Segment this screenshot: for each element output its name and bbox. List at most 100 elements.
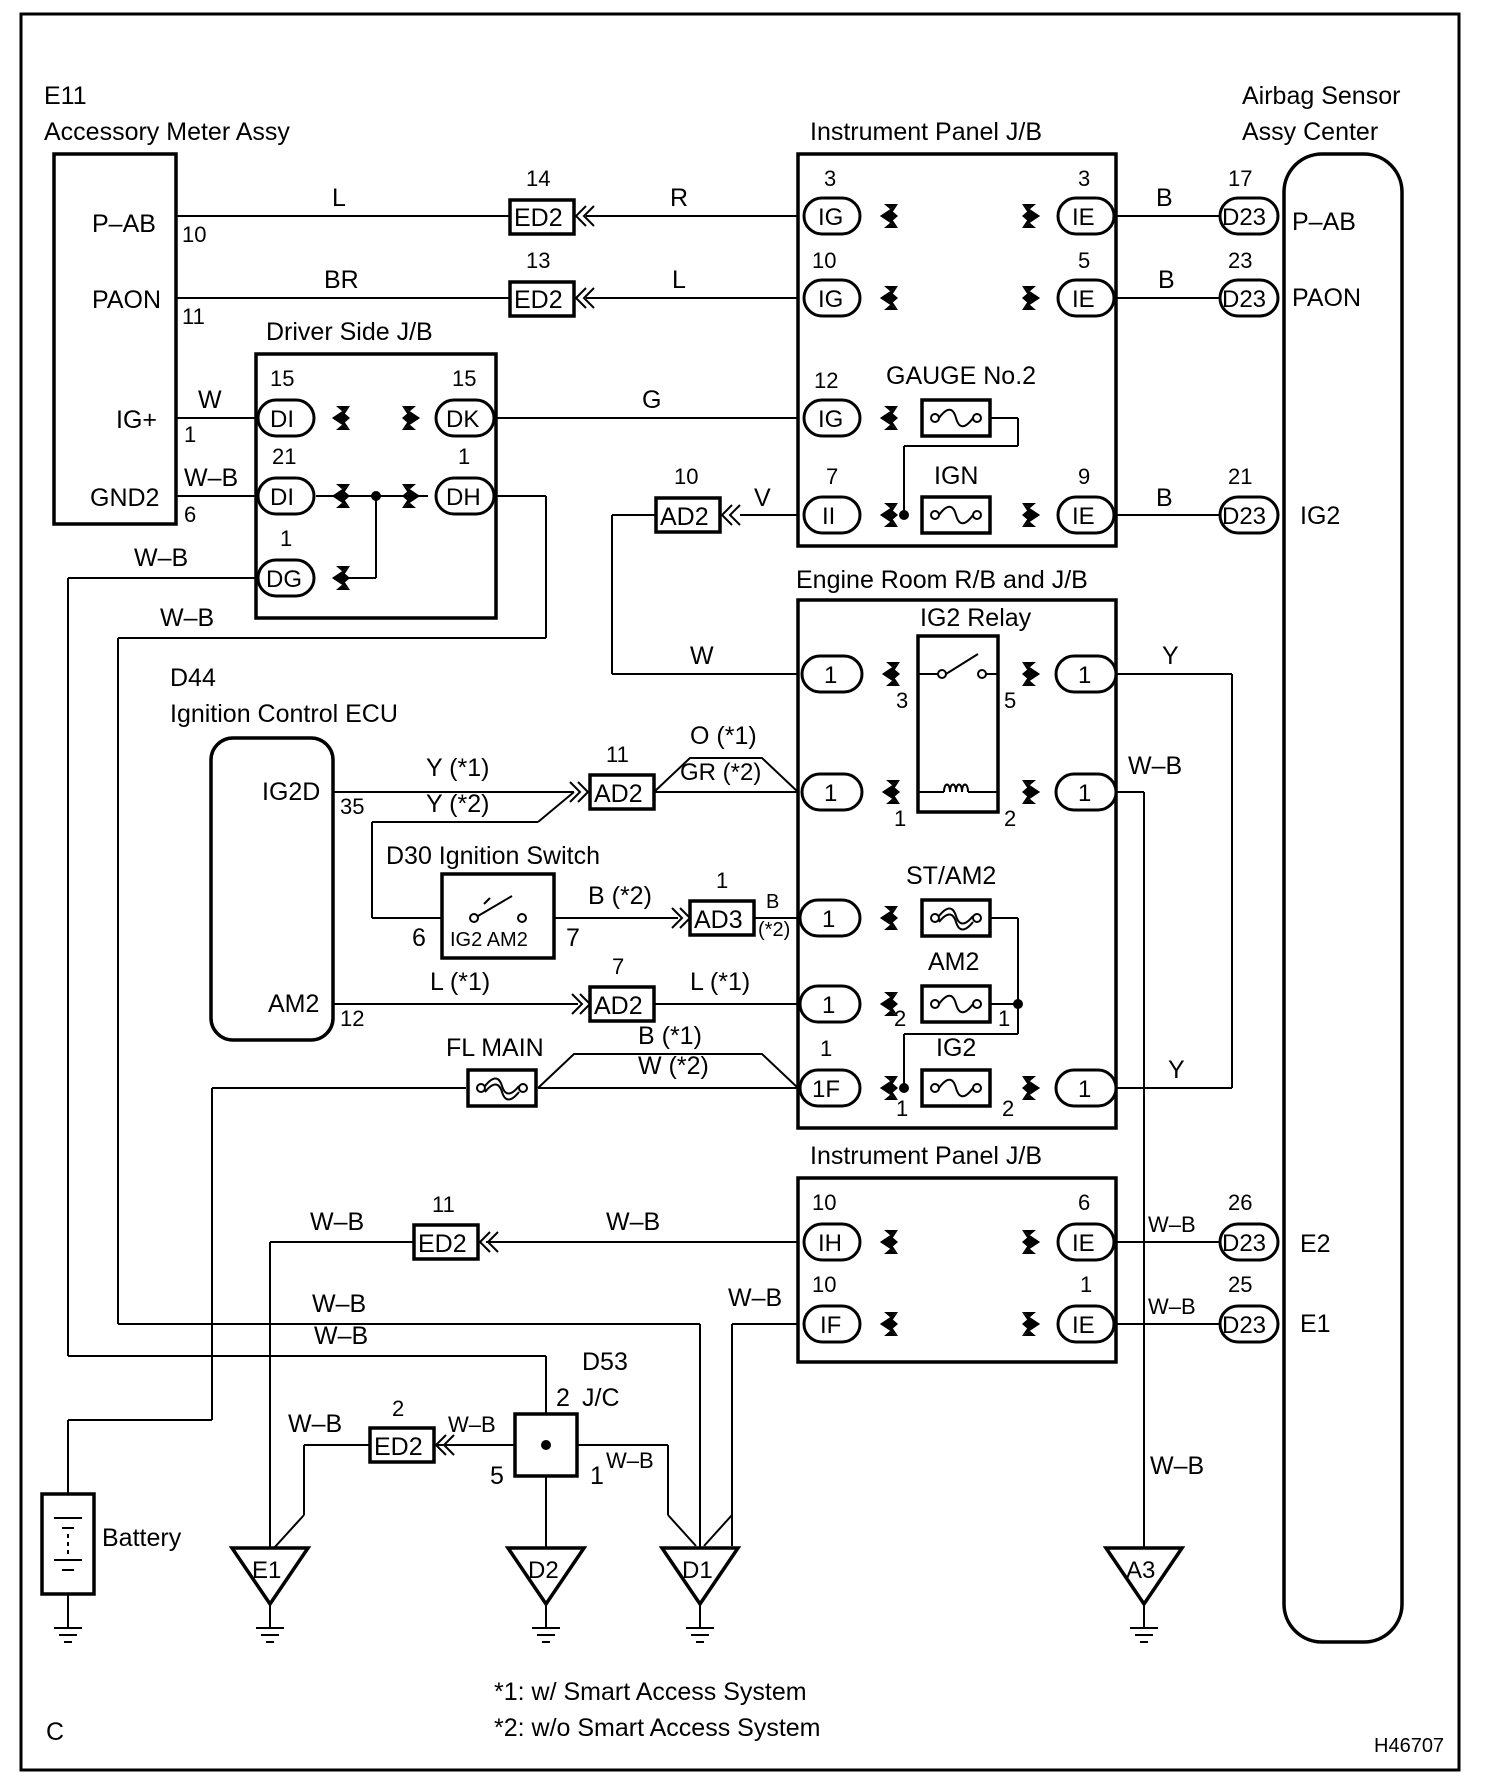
gauge-fuse-icon [920, 398, 992, 438]
ed2-11-name: ED2 [418, 1230, 467, 1258]
ip-jb-bottom-label: Instrument Panel J/B [810, 1142, 1042, 1170]
wire-l-paon: L [672, 266, 686, 294]
ad3-1-num: 1 [716, 868, 728, 893]
wire-r-pab: R [670, 184, 688, 212]
ie6-num: 6 [1078, 1190, 1090, 1215]
wire-w2: W (*2) [638, 1052, 709, 1080]
jc-pin-top: 2 [556, 1384, 570, 1412]
switch-internals [469, 895, 527, 923]
wire-wb-relay: W–B [1128, 752, 1182, 780]
switch-inner-label: IG2 AM2 [450, 929, 528, 951]
ecu-name: Ignition Control ECU [170, 700, 398, 728]
ig10-num: 10 [812, 248, 836, 273]
di21-num: 21 [272, 444, 296, 469]
jc-pin-right: 1 [590, 1462, 604, 1490]
am2-fuse-label: AM2 [928, 948, 979, 976]
wire-wb-gnd: W–B [184, 464, 238, 492]
wire-wb-dh: W–B [160, 604, 214, 632]
wire-y2: Y (*2) [426, 790, 489, 818]
ig2-fuse-pin-2: 2 [1002, 1096, 1014, 1121]
ground-d1-label: D1 [682, 1557, 713, 1584]
terminal-pills [256, 196, 1280, 1344]
er-term-1a: 1 [824, 662, 837, 689]
wire-l-pab: L [332, 184, 346, 212]
ie9-name: IE [1072, 503, 1095, 530]
ad2-7-name: AD2 [594, 992, 643, 1020]
wire-wb-jc: W–B [448, 1412, 496, 1437]
wire-y-relay: Y [1162, 642, 1179, 670]
ed2-2-num: 2 [392, 1396, 404, 1421]
wire-b-paon: B [1158, 266, 1175, 294]
ed2-13-name: ED2 [514, 286, 563, 314]
wire-wb-jc1: W–B [606, 1448, 654, 1473]
airbag-name-1: Airbag Sensor [1242, 82, 1400, 110]
ih10-num: 10 [812, 1190, 836, 1215]
am2-fuse-pin-1: 1 [998, 1006, 1010, 1031]
ad2-7-num: 7 [612, 954, 624, 979]
wire-o1: O (*1) [690, 722, 757, 750]
ie3-num: 3 [1078, 166, 1090, 191]
ground-a3-label: A3 [1126, 1557, 1155, 1584]
er-term-1d: 1 [1078, 780, 1091, 807]
inline-connectors [368, 198, 756, 1464]
wire-wb-dg: W–B [134, 544, 188, 572]
accessory-meter-box [52, 152, 178, 526]
if1-num: 1 [820, 1036, 832, 1061]
d23-26-name: D23 [1222, 1230, 1266, 1257]
if1-name: 1F [812, 1076, 840, 1103]
ed2-11-num: 11 [432, 1192, 455, 1217]
wire-br-paon: BR [324, 266, 359, 294]
ref-code: H46707 [1374, 1735, 1444, 1757]
ecu-pin-am2: AM2 [268, 990, 319, 1018]
battery-icon [40, 1492, 96, 1596]
fl-main-fuse-icon [466, 1068, 538, 1108]
relay-pin-2: 2 [1004, 806, 1016, 831]
ie6-name: IE [1072, 1230, 1095, 1257]
ign-fuse-icon [920, 495, 992, 535]
ie9-num: 9 [1078, 464, 1090, 489]
ig2-fuse-label: IG2 [936, 1034, 976, 1062]
meter-pin-num-paon: 11 [182, 304, 205, 329]
engine-rb-label: Engine Room R/B and J/B [796, 566, 1088, 594]
wire-g-ig: G [642, 386, 661, 414]
ig2-relay-label: IG2 Relay [920, 604, 1032, 632]
ground-e1-label: E1 [252, 1557, 281, 1584]
wire-b2: B (*2) [588, 882, 652, 910]
ground-symbols [54, 1546, 1186, 1643]
er-term-1b: 1 [1078, 662, 1091, 689]
airbag-pin-paon: PAON [1292, 284, 1361, 312]
relay-pin-3: 3 [896, 688, 908, 713]
dh1-name: DH [446, 484, 481, 511]
wire-v-ii: V [754, 484, 771, 512]
fl-main-fuse-label: FL MAIN [446, 1034, 544, 1062]
dg1-name: DG [266, 566, 302, 593]
di15-name: DI [270, 406, 294, 433]
ig12-name: IG [818, 406, 843, 433]
meter-pin-gnd2: GND2 [90, 484, 159, 512]
wire-b-small2: (*2) [758, 919, 790, 941]
if10-name: IF [820, 1312, 841, 1339]
wire-l1a: L (*1) [430, 968, 490, 996]
meter-pin-num-pab: 10 [182, 222, 206, 247]
ip-jb-top-label: Instrument Panel J/B [810, 118, 1042, 146]
ground-d2-label: D2 [528, 1557, 559, 1584]
ed2-14-num: 14 [526, 166, 550, 191]
meter-pin-paon: PAON [92, 286, 161, 314]
ignition-switch-box [440, 872, 556, 960]
wire-b-ig2: B [1156, 484, 1173, 512]
ad2-10-name: AD2 [660, 503, 709, 531]
ig2-relay-box [916, 634, 1000, 814]
jc-pin-left: 5 [490, 1462, 504, 1490]
er-term-1f: 1 [822, 992, 835, 1019]
ad2-10-num: 10 [674, 464, 698, 489]
airbag-name-2: Assy Center [1242, 118, 1378, 146]
junction-dots [371, 491, 1023, 1450]
wire-w-ig: W [198, 386, 222, 414]
ig3-name: IG [818, 204, 843, 231]
wire-wb-d1b: W–B [314, 1322, 368, 1350]
ed2-13-num: 13 [526, 248, 550, 273]
wire-wb-if: W–B [728, 1284, 782, 1312]
switch-pin-left: 6 [412, 924, 426, 952]
ignition-ecu-box [209, 736, 335, 1042]
